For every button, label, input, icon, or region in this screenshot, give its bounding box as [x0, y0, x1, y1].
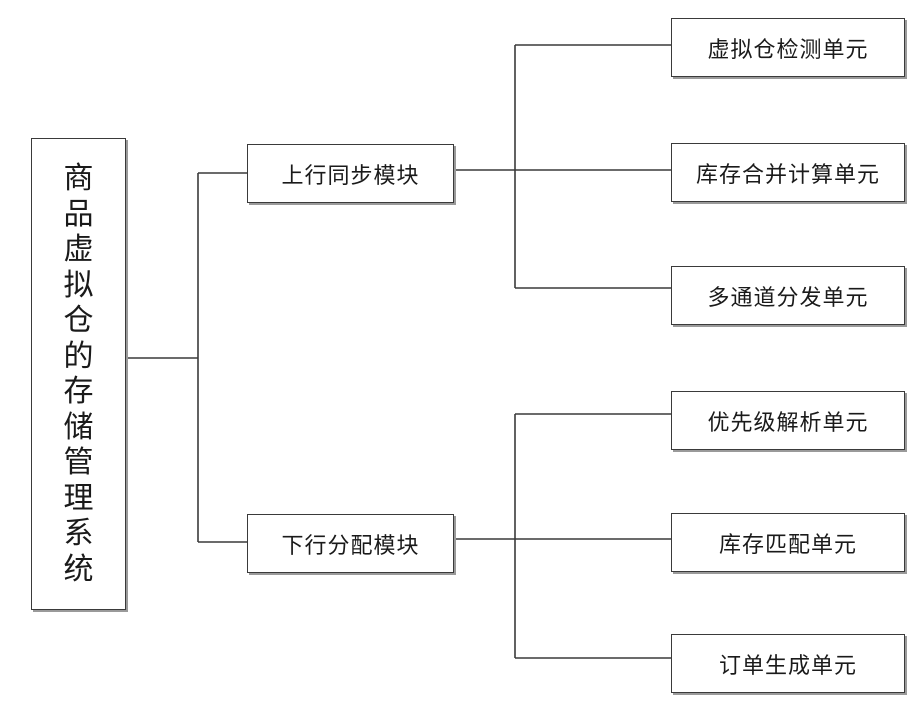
unit-priority-parsing: 优先级解析单元: [671, 391, 905, 450]
unit-virtual-warehouse-detection: 虚拟仓检测单元: [671, 18, 905, 77]
module-upstream-sync: 上行同步模块: [247, 144, 454, 203]
root-system-box: 商品虚拟仓的存储管理系统: [31, 138, 126, 610]
root-system-label: 商品虚拟仓的存储管理系统: [63, 161, 95, 587]
unit-multi-channel-distribution: 多通道分发单元: [671, 266, 905, 325]
unit-inventory-merge-calculation: 库存合并计算单元: [671, 143, 905, 202]
unit-label: 订单生成单元: [719, 648, 857, 680]
unit-label: 库存匹配单元: [719, 527, 857, 559]
unit-label: 虚拟仓检测单元: [707, 32, 868, 64]
module-label: 下行分配模块: [281, 528, 419, 560]
module-downstream-allocation: 下行分配模块: [247, 514, 454, 573]
unit-label: 库存合并计算单元: [696, 157, 880, 189]
unit-inventory-matching: 库存匹配单元: [671, 513, 905, 572]
module-label: 上行同步模块: [281, 158, 419, 190]
unit-label: 优先级解析单元: [707, 405, 868, 437]
unit-order-generation: 订单生成单元: [671, 634, 905, 693]
unit-label: 多通道分发单元: [707, 280, 868, 312]
